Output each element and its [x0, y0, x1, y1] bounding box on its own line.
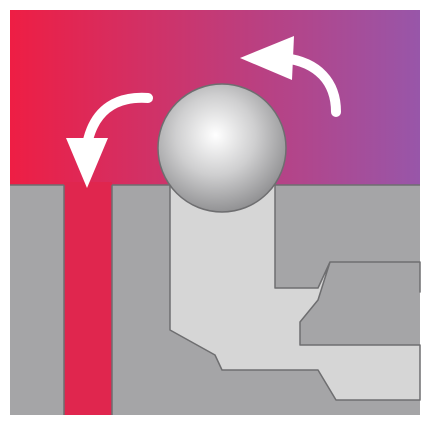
- bearing-ball: [157, 83, 287, 213]
- inner-ring: [169, 182, 421, 401]
- flow-channel: [64, 182, 112, 415]
- curved-arrow-up-left-icon: [240, 36, 341, 117]
- curved-arrow-down-left-icon: [66, 92, 153, 188]
